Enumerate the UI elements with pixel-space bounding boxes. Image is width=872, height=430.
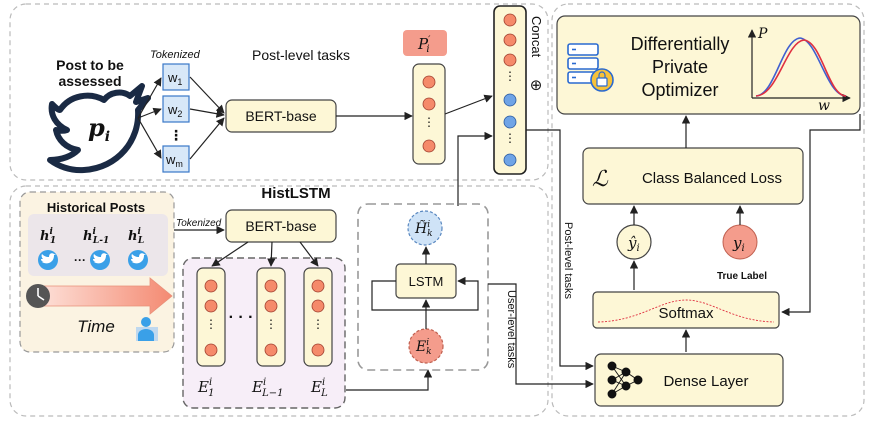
lstm-panel [357,203,489,371]
embeddings-to-lstm-arrow [346,369,433,391]
embedding-vector-1: ⋮ [196,267,226,367]
hist-tokenized-label: Tokenized [176,218,222,229]
token-wm: wm [162,145,190,173]
optimizer-box [556,15,861,115]
plot-axis-y: P [757,26,768,42]
svg-text:⋮: ⋮ [504,69,516,83]
database-lock-icon [567,43,614,92]
concat-vector: ⋮ ⋮ [493,5,527,175]
svg-text:⋮: ⋮ [265,317,277,331]
pprime-to-concat-arrow [444,94,493,115]
dense-layer-box [594,353,784,407]
svg-text:P′i: P′i [417,35,431,55]
svg-text:H̃ik: H̃ik [414,219,433,239]
side-label-post-level: Post-level tasks [562,222,574,300]
optimizer-line2: Private [652,57,708,77]
optimizer-line1: Differentially [631,34,730,54]
post-title-line1: Post to be [56,57,124,73]
embedding-vector-l: ⋮ [303,267,333,367]
svg-text:ℒ: ℒ [592,167,609,192]
token-ellipsis: ⋮ [169,127,183,143]
p-prime-label: P′i [403,30,447,56]
post-level-task-label: Post-level tasks [252,47,350,63]
bird-to-token-arrows [137,77,162,159]
svg-text:yi: yi [732,234,745,254]
twitter-icon [128,250,148,270]
post-tokenized-label: Tokenized [150,49,201,61]
concat-symbol: ⊕ [530,77,543,94]
post-level-region [9,3,549,181]
tokens-to-bert-arrows [189,76,225,160]
svg-text:Eik: Eik [415,338,432,357]
optimizer-to-softmax-arrow [781,114,861,317]
true-label-caption: True Label [717,271,767,282]
svg-text:Softmax: Softmax [658,305,714,322]
loss-box: ℒ Class Balanced Loss [582,147,804,205]
embedding-ellipsis: · · · [229,309,254,326]
svg-text:wm: wm [165,152,183,169]
time-label: Time [77,317,115,336]
histlstm-region [9,185,549,417]
post-bert-box: BERT-base [225,99,337,133]
lstm-recurrent-loop [371,276,479,311]
softmax-box: Softmax [592,291,780,329]
svg-text:LSTM: LSTM [409,274,444,289]
concat-to-dense-arrow [526,129,594,371]
output-region [551,3,865,417]
token-w1: w1 [162,63,190,91]
twitter-icon [38,250,58,270]
predicted-label-node: ŷi [616,224,652,260]
svg-text:⋮: ⋮ [205,317,217,331]
svg-text:Class Balanced Loss: Class Balanced Loss [642,170,782,187]
svg-text:⋮: ⋮ [423,115,435,129]
svg-text:⋮: ⋮ [312,317,324,331]
token-w2: w2 [162,95,190,123]
svg-text:w2: w2 [167,102,182,119]
hist-bert-box: BERT-base [225,209,337,243]
bert-to-embedding-arrows [211,241,319,267]
post-symbol: pi [88,113,110,145]
h-to-concat-arrow [457,131,493,206]
twitter-icon [90,250,110,270]
svg-text:w1: w1 [167,70,182,87]
hist-posts-ellipsis: ··· [74,253,86,267]
concat-label: Concat [529,16,544,58]
user-level-to-dense-arrow [488,283,594,389]
distribution-mini-plot [747,29,851,103]
historical-posts-title: Historical Posts [47,200,145,215]
svg-text:BERT-base: BERT-base [245,218,317,234]
embedding-vector-l-minus-1: ⋮ [256,267,286,367]
true-label-node: yi [722,224,758,260]
clock-icon [26,284,50,308]
p-prime-vector: ⋮ [412,63,446,165]
plot-axis-x: w [818,98,830,114]
svg-text:⋮: ⋮ [504,131,516,145]
lstm-box: LSTM [395,263,457,299]
optimizer-line3: Optimizer [641,80,718,100]
twitter-bird-icon [47,83,151,174]
time-arrow [39,277,173,315]
histlstm-title: HistLSTM [261,185,330,202]
svg-text:ŷi: ŷi [627,234,640,254]
user-icon [136,317,158,341]
neural-net-icon [607,361,643,399]
dense-label: Dense Layer [663,373,748,390]
svg-text:BERT-base: BERT-base [245,108,317,124]
side-label-user-level: User-level tasks [505,290,517,369]
post-title-line2: assessed [58,73,121,89]
